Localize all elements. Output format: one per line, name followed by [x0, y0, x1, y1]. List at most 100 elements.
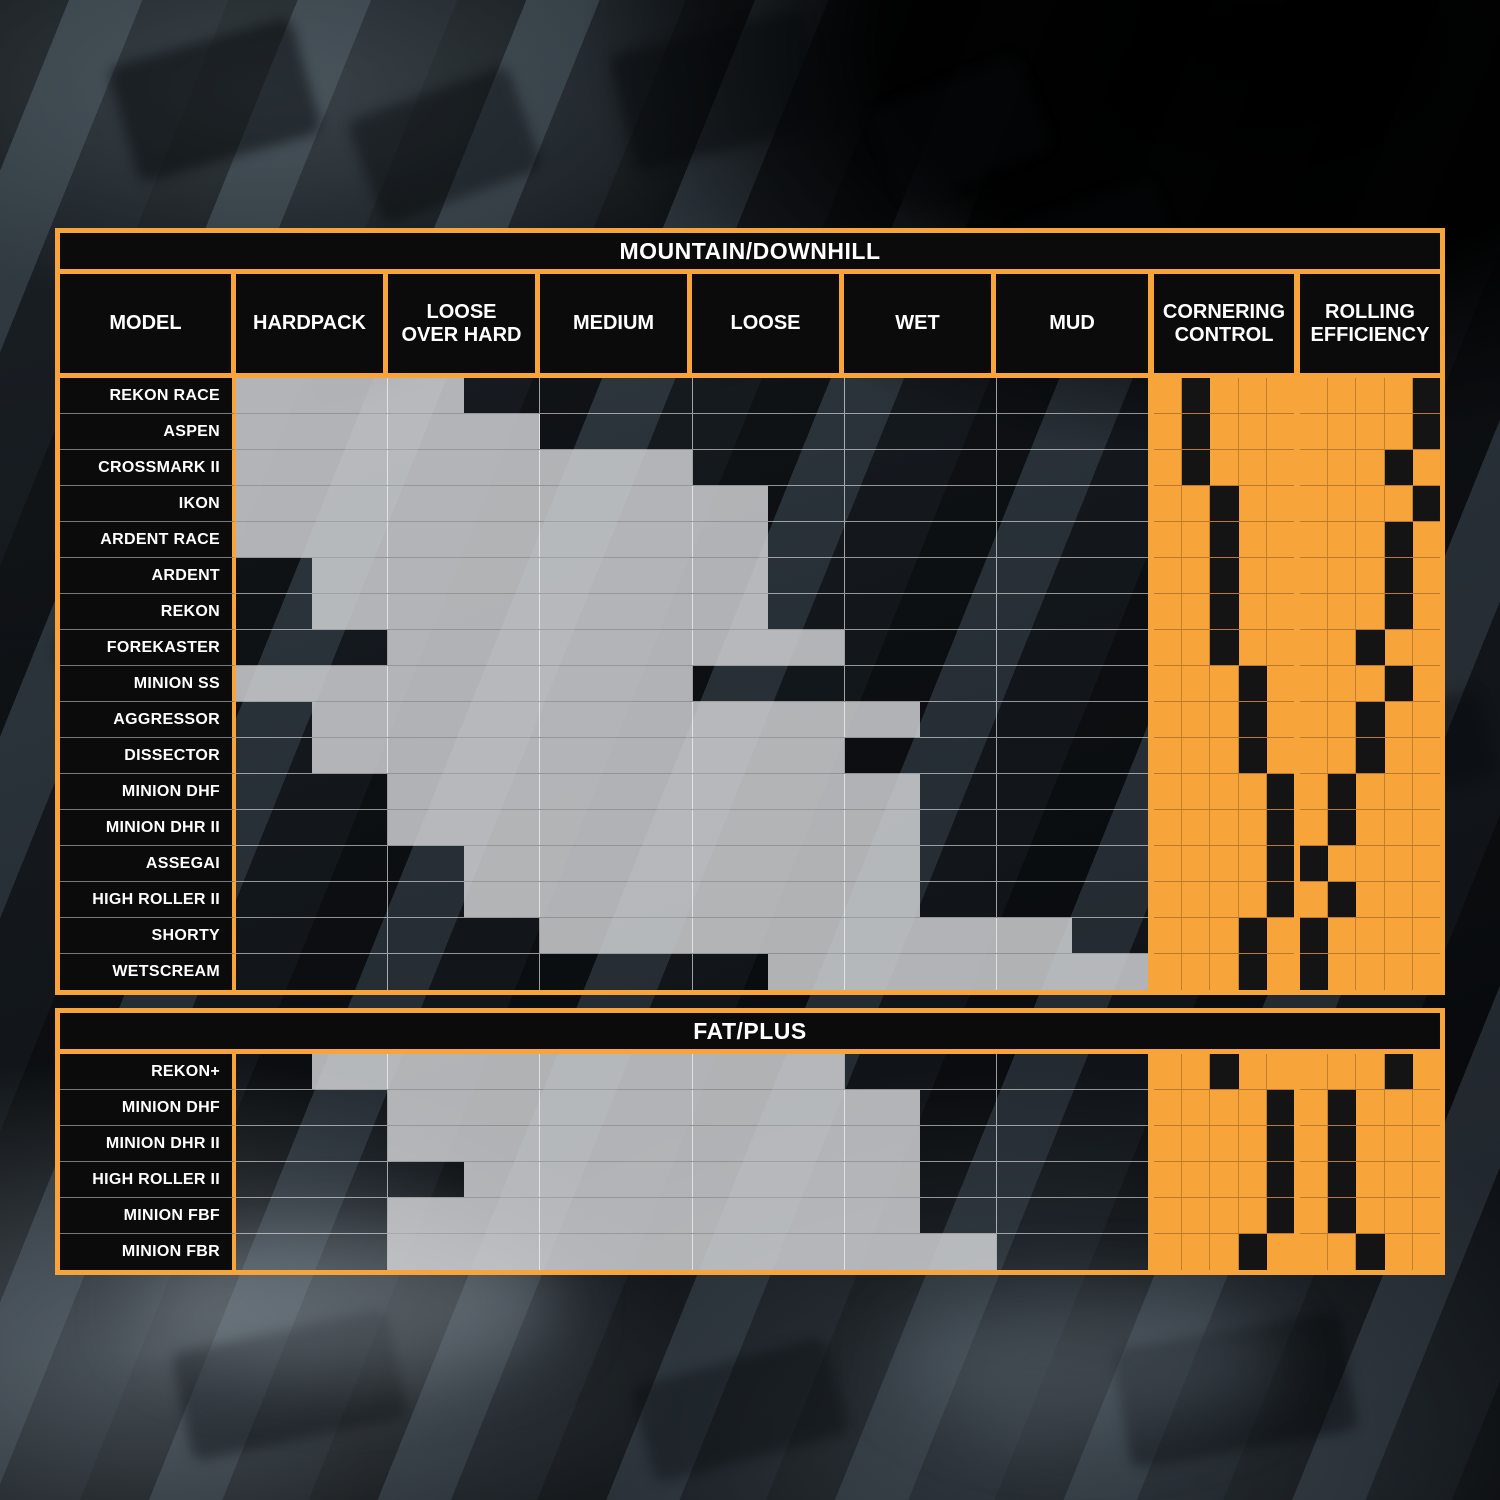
terrain-cell-loose [693, 378, 845, 413]
terrain-cell-hardpack [236, 558, 389, 593]
terrain-track [236, 558, 1148, 594]
rating-marker [1238, 702, 1267, 737]
rating-marker [1182, 414, 1211, 449]
rating-cell [1300, 594, 1329, 629]
terrain-track [236, 450, 1148, 486]
rating-cell [1239, 450, 1267, 485]
terrain-cell-mud [997, 450, 1148, 485]
model-name: ASSEGAI [60, 846, 236, 882]
rating-cell [1182, 1162, 1211, 1197]
rating-cell [1328, 1054, 1357, 1089]
rating-cell [1300, 630, 1329, 665]
rating-cell [1182, 1234, 1211, 1270]
terrain-cell-loose-over-hard [388, 558, 541, 593]
rolling-efficiency-rating [1300, 810, 1440, 846]
rating-cell [1182, 810, 1211, 845]
terrain-grid [236, 1162, 1148, 1197]
rating-cell [1413, 702, 1440, 737]
rating-marker [1328, 810, 1357, 845]
rating-cell [1182, 666, 1211, 701]
table-row: FOREKASTER [60, 630, 1440, 666]
terrain-cell-mud [997, 486, 1148, 521]
column-separator [1148, 630, 1154, 666]
terrain-cell-hardpack [236, 918, 389, 953]
terrain-track [236, 702, 1148, 738]
rating-cell [1210, 666, 1239, 701]
rating-cell [1385, 774, 1413, 809]
model-name: ASPEN [60, 414, 236, 450]
rating-cell [1356, 774, 1385, 809]
column-separator [1148, 1126, 1154, 1162]
terrain-cell-wet [845, 558, 997, 593]
column-separator [1294, 522, 1300, 558]
terrain-grid [236, 450, 1148, 485]
rating-marker [1266, 774, 1295, 809]
column-separator [1148, 738, 1154, 774]
rating-marker [1238, 666, 1267, 701]
rating-cell [1356, 882, 1385, 917]
rating-cell [1328, 414, 1357, 449]
terrain-cell-loose [693, 1054, 845, 1089]
terrain-grid [236, 1126, 1148, 1161]
rating-marker [1412, 378, 1441, 413]
model-name: CROSSMARK II [60, 450, 236, 486]
rating-cell [1300, 1234, 1329, 1270]
terrain-cell-mud [997, 666, 1148, 701]
column-separator [1294, 414, 1300, 450]
column-separator [1148, 486, 1154, 522]
column-separator [1294, 1054, 1300, 1090]
terrain-cell-medium [540, 378, 693, 413]
rating-cell [1385, 1234, 1413, 1270]
terrain-cell-hardpack [236, 810, 389, 845]
terrain-cell-loose-over-hard [388, 954, 541, 990]
column-separator [1148, 414, 1154, 450]
rating-cell [1356, 1198, 1385, 1233]
rating-cell [1385, 1090, 1413, 1125]
table-row: DISSECTOR [60, 738, 1440, 774]
model-name: MINION FBR [60, 1234, 236, 1270]
rating-cell [1154, 1126, 1183, 1161]
rating-marker [1384, 522, 1413, 557]
rating-marker [1238, 1234, 1267, 1270]
terrain-range-bar [236, 522, 768, 557]
column-header-model: MODEL [60, 274, 236, 373]
rating-cell [1239, 594, 1267, 629]
terrain-grid [236, 558, 1148, 593]
rating-cell [1182, 774, 1211, 809]
terrain-cell-loose [693, 594, 845, 629]
terrain-cell-medium [540, 846, 693, 881]
rating-marker [1266, 1090, 1295, 1125]
terrain-cell-mud [997, 630, 1148, 665]
rating-cell [1239, 1198, 1267, 1233]
terrain-grid [236, 738, 1148, 773]
tread-lug-texture [107, 16, 323, 184]
rating-cell [1385, 738, 1413, 773]
rating-cell [1413, 846, 1440, 881]
rating-cell [1413, 1126, 1440, 1161]
rolling-efficiency-rating [1300, 846, 1440, 882]
terrain-cell-medium [540, 594, 693, 629]
rating-cell [1239, 1054, 1267, 1089]
column-separator [1148, 594, 1154, 630]
terrain-cell-hardpack [236, 522, 389, 557]
terrain-cell-wet [845, 774, 997, 809]
terrain-track [236, 630, 1148, 666]
rating-cell [1328, 666, 1357, 701]
rating-marker [1182, 450, 1211, 485]
rating-cell [1210, 1198, 1239, 1233]
rating-cell [1154, 630, 1183, 665]
cornering-control-rating [1154, 594, 1294, 630]
rating-cell [1239, 522, 1267, 557]
rating-cell [1356, 450, 1385, 485]
terrain-grid [236, 846, 1148, 881]
terrain-cell-medium [540, 1054, 693, 1089]
terrain-cell-loose-over-hard [388, 1198, 541, 1233]
column-separator [1294, 918, 1300, 954]
terrain-cell-loose [693, 954, 845, 990]
rolling-efficiency-rating [1300, 522, 1440, 558]
terrain-cell-hardpack [236, 1198, 389, 1233]
rating-cell [1210, 1126, 1239, 1161]
table-row: REKON RACE [60, 378, 1441, 414]
